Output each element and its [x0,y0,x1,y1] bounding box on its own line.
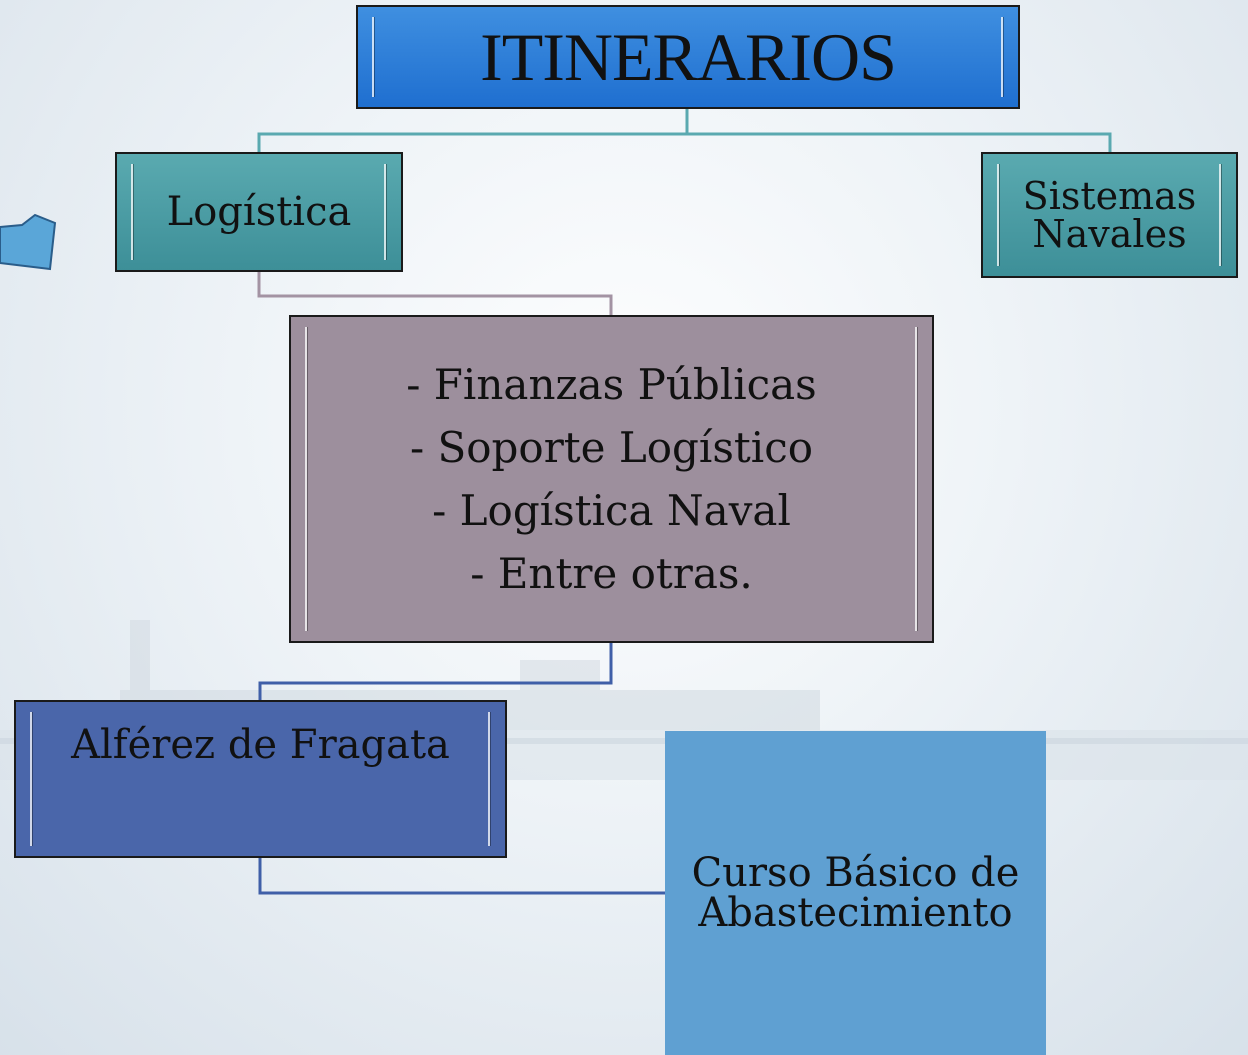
course-label-line: Curso Básico de [691,850,1020,896]
node-accent-right [915,327,918,631]
branch-label: Logística [166,189,352,235]
rank-label: Alférez de Fragata [71,722,450,768]
branch-label: Sistemas Navales [1023,177,1197,253]
connector-rank-to-course [258,858,665,895]
branch-node-sistemas-navales: Sistemas Navales [981,152,1238,278]
node-accent-left [997,164,1000,266]
topic-item: - Finanzas Públicas [406,360,817,409]
connector-topics-to-rank [258,643,613,700]
node-accent-right [488,712,491,846]
branch-label-line: Sistemas [1022,174,1197,218]
topic-item: - Logística Naval [432,486,791,535]
node-accent-right [384,164,387,260]
connector-logistica-to-topics [257,272,613,315]
node-accent-left [372,17,375,97]
partial-arrow-shape [0,213,57,271]
connector-title-to-branches [257,109,1112,152]
topic-item: - Entre otras. [470,549,753,598]
course-label: Curso Básico de Abastecimiento [692,853,1020,933]
course-label-line: Abastecimiento [698,890,1013,936]
branch-label-line: Navales [1032,212,1187,256]
branch-node-logistica: Logística [115,152,403,272]
title-text: ITINERARIOS [480,19,897,95]
node-accent-left [131,164,134,260]
topic-item: - Soporte Logístico [409,423,814,472]
rank-node: Alférez de Fragata [14,700,507,858]
node-accent-left [305,327,308,631]
node-accent-right [1219,164,1222,266]
course-node: Curso Básico de Abastecimiento [665,731,1046,1055]
title-node: ITINERARIOS [356,5,1020,109]
node-accent-right [1001,17,1004,97]
node-accent-left [30,712,33,846]
topics-node: - Finanzas Públicas - Soporte Logístico … [289,315,934,643]
